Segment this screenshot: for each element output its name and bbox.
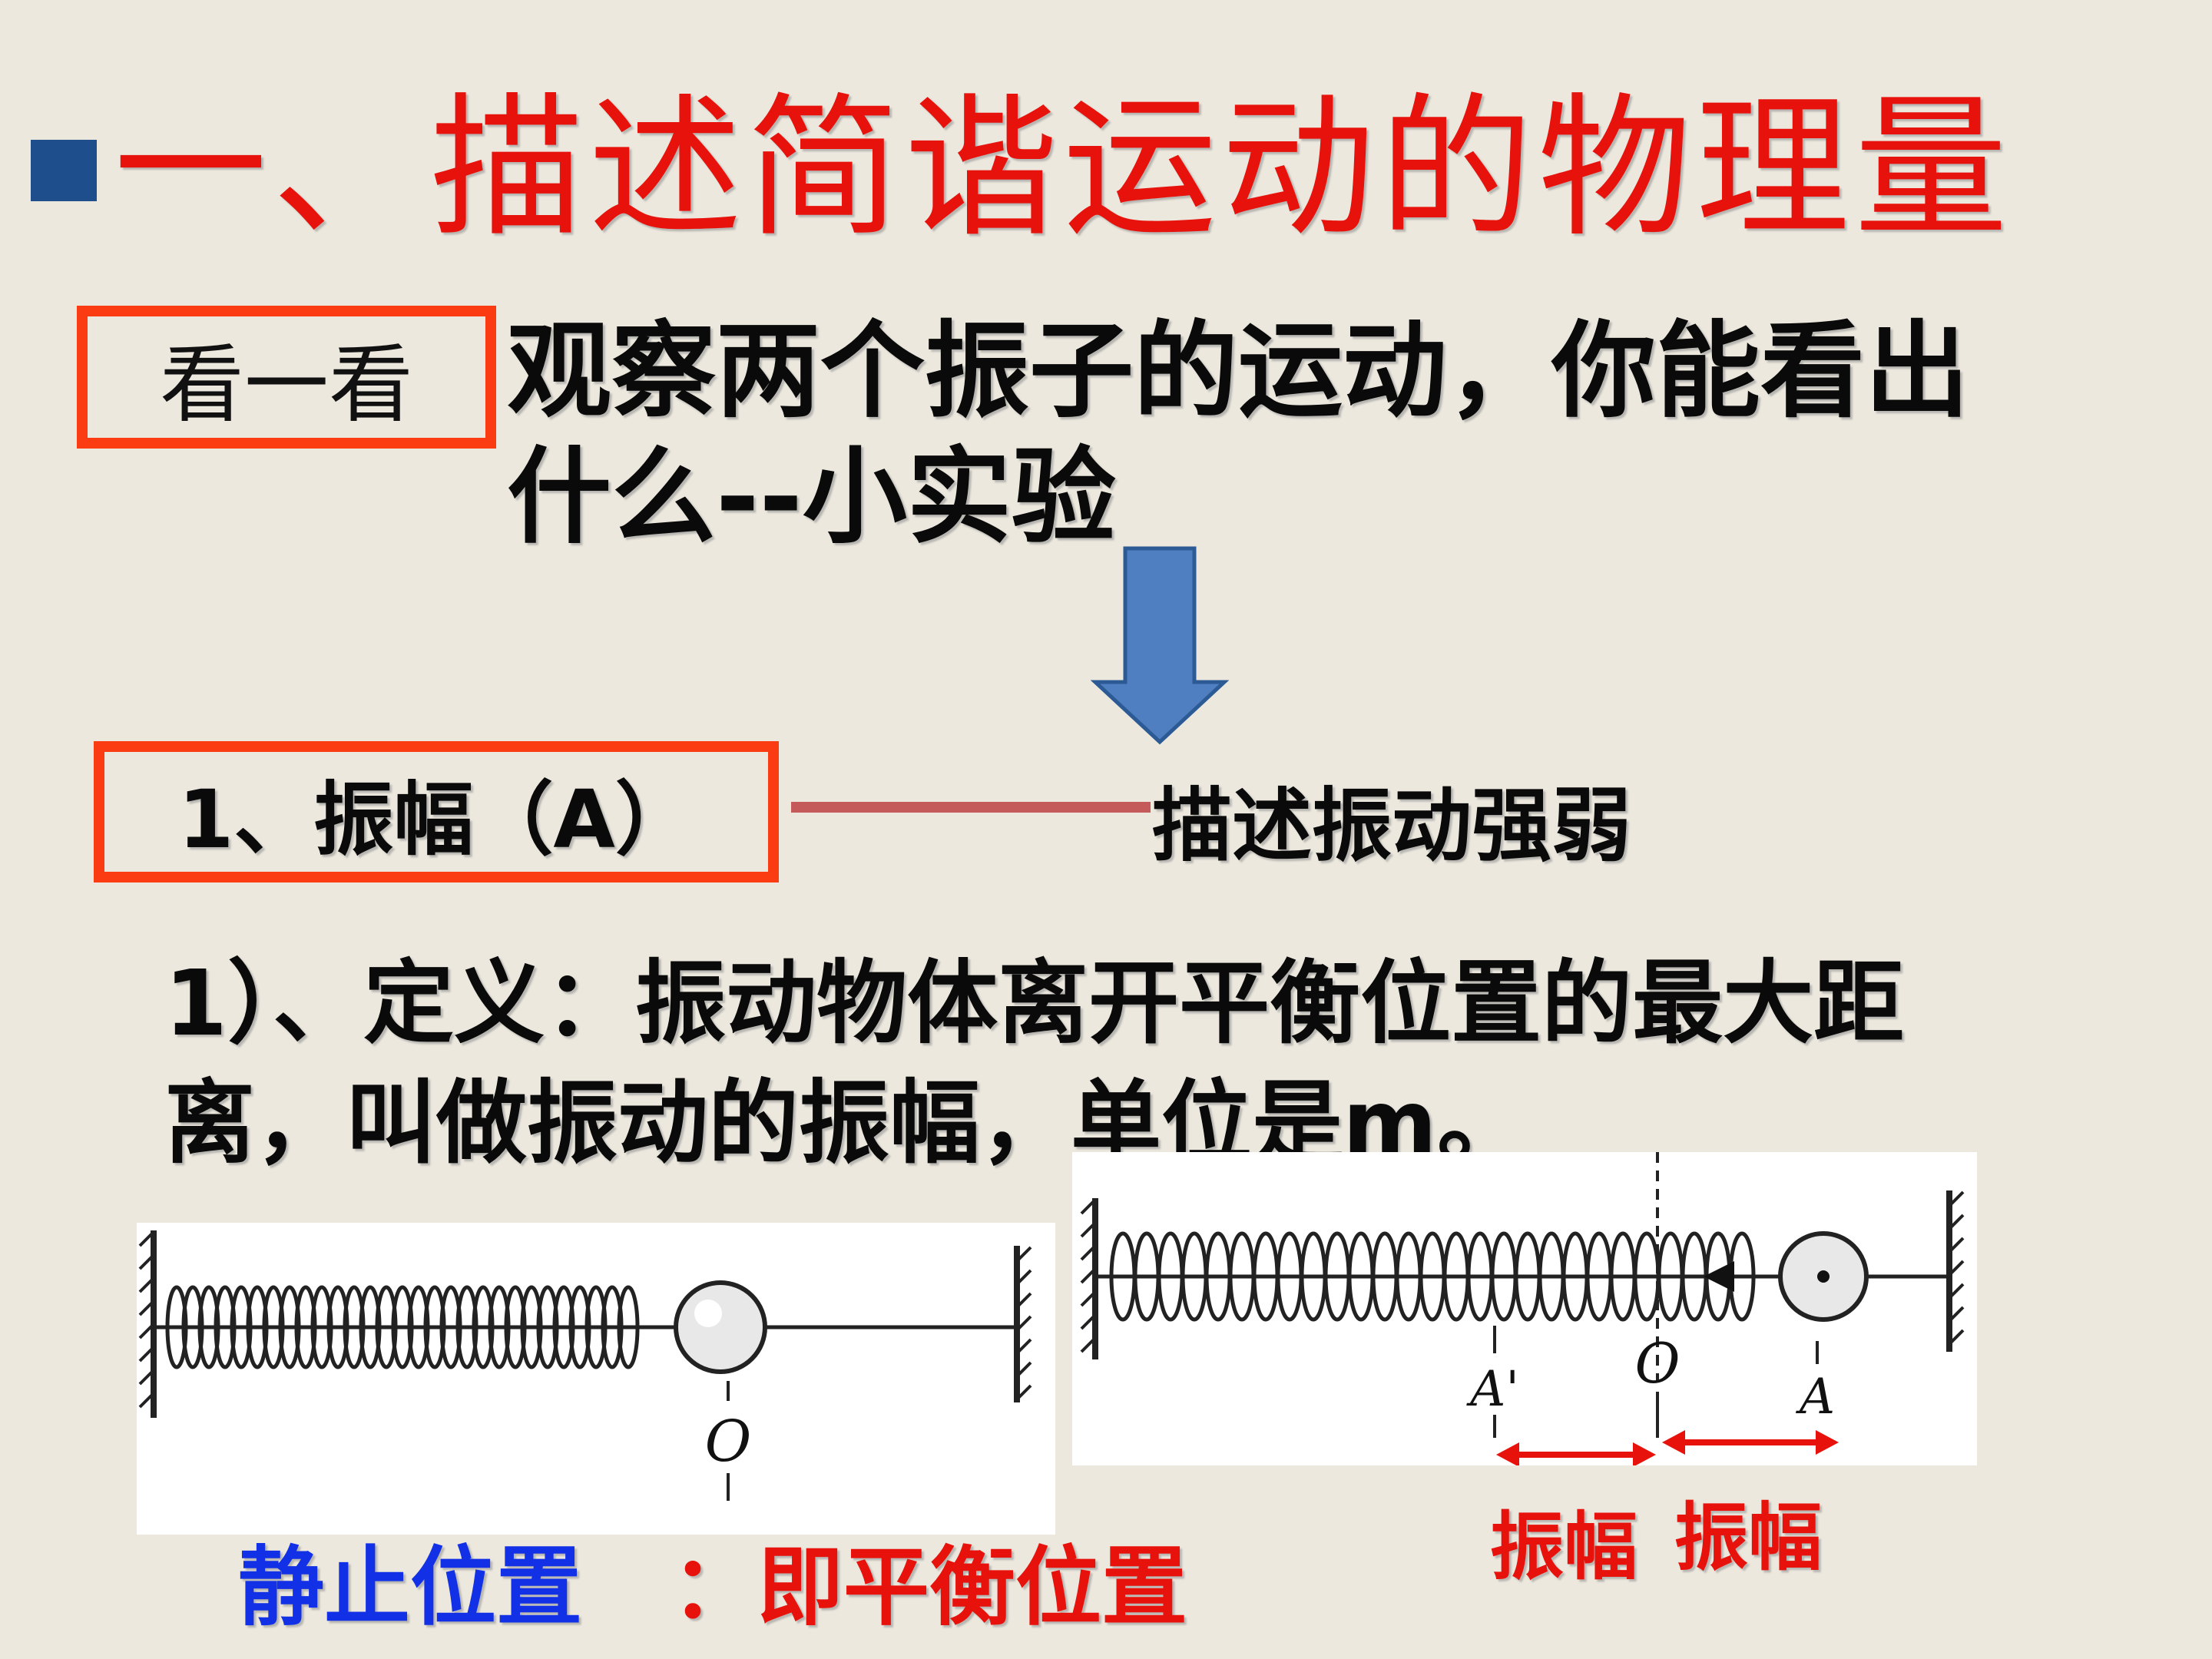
spring-coil: [343, 1285, 366, 1369]
right-wall-hatch: [1015, 1246, 1032, 1401]
spring-coil: [536, 1285, 559, 1369]
spring-coil: [407, 1285, 430, 1369]
amplitude-label: 1、振幅（A）: [178, 772, 695, 866]
title-bullet-icon: [31, 140, 97, 201]
amplitude-description: 描述振动强弱: [1152, 779, 1632, 873]
spring-coil: [165, 1285, 188, 1369]
label-a: A: [1796, 1369, 1835, 1426]
look-label-box: [77, 306, 496, 449]
spring-coil: [488, 1285, 511, 1369]
direction-arrow-icon: [1704, 1261, 1734, 1292]
amplitude-tag-left: 振幅: [1490, 1504, 1637, 1590]
spring-coils-right: [1109, 1231, 1756, 1322]
spring-diagram-motion: A' O A: [1072, 1152, 1977, 1467]
amplitude-definition: 1）、定义：振动物体离开平衡位置的最大距离，叫做振动的振幅，单位是m。: [164, 950, 1905, 1176]
spring-coil: [181, 1285, 204, 1369]
amplitude-tag-right: 振幅: [1674, 1495, 1822, 1581]
connector-line: [791, 802, 1151, 813]
spring-coil: [391, 1285, 414, 1369]
spring-coil: [326, 1285, 349, 1369]
oscillator-ball: [674, 1280, 767, 1374]
spring-coil: [278, 1285, 301, 1369]
spring-coil: [214, 1285, 237, 1369]
spring-coil: [197, 1285, 220, 1369]
spring-diagram-rest: O: [137, 1223, 1055, 1535]
spring-coil: [601, 1285, 624, 1369]
amplitude-arrow-right: [1662, 1430, 1839, 1455]
spring-coil: [230, 1285, 253, 1369]
spring-coil: [504, 1285, 527, 1369]
label-o: O: [1634, 1331, 1680, 1396]
spring-coil: [262, 1285, 285, 1369]
spring-coil: [310, 1285, 333, 1369]
spring-coil: [455, 1285, 478, 1369]
observe-text: 观察两个振子的运动，你能看出什么--小实验: [507, 311, 1969, 558]
label-a-prime: A': [1466, 1361, 1519, 1418]
spring-coil: [359, 1285, 382, 1369]
spring-coils-left: [165, 1285, 640, 1369]
caption-equilibrium-position: ：即平衡位置: [671, 1538, 1187, 1637]
spring-coil: [568, 1285, 591, 1369]
caption-static-position: 静止位置: [238, 1538, 582, 1637]
down-arrow-icon: [1091, 546, 1229, 745]
label-o: O: [705, 1409, 752, 1475]
spring-coil: [552, 1285, 575, 1369]
spring-coil: [439, 1285, 462, 1369]
spring-coil: [472, 1285, 495, 1369]
spring-coil: [617, 1285, 640, 1369]
spring-coil: [584, 1285, 608, 1369]
spring-coil: [520, 1285, 543, 1369]
spring-coil: [294, 1285, 317, 1369]
slide-title: 一、描述简谐运动的物理量: [114, 79, 2013, 258]
spring-coil: [423, 1285, 446, 1369]
amplitude-arrow-left: [1496, 1442, 1656, 1467]
amplitude-label-box: [94, 741, 779, 882]
look-label: 看一看: [160, 336, 413, 434]
spring-coil: [246, 1285, 269, 1369]
left-wall-hatch: [138, 1230, 155, 1409]
spring-coil: [375, 1285, 398, 1369]
